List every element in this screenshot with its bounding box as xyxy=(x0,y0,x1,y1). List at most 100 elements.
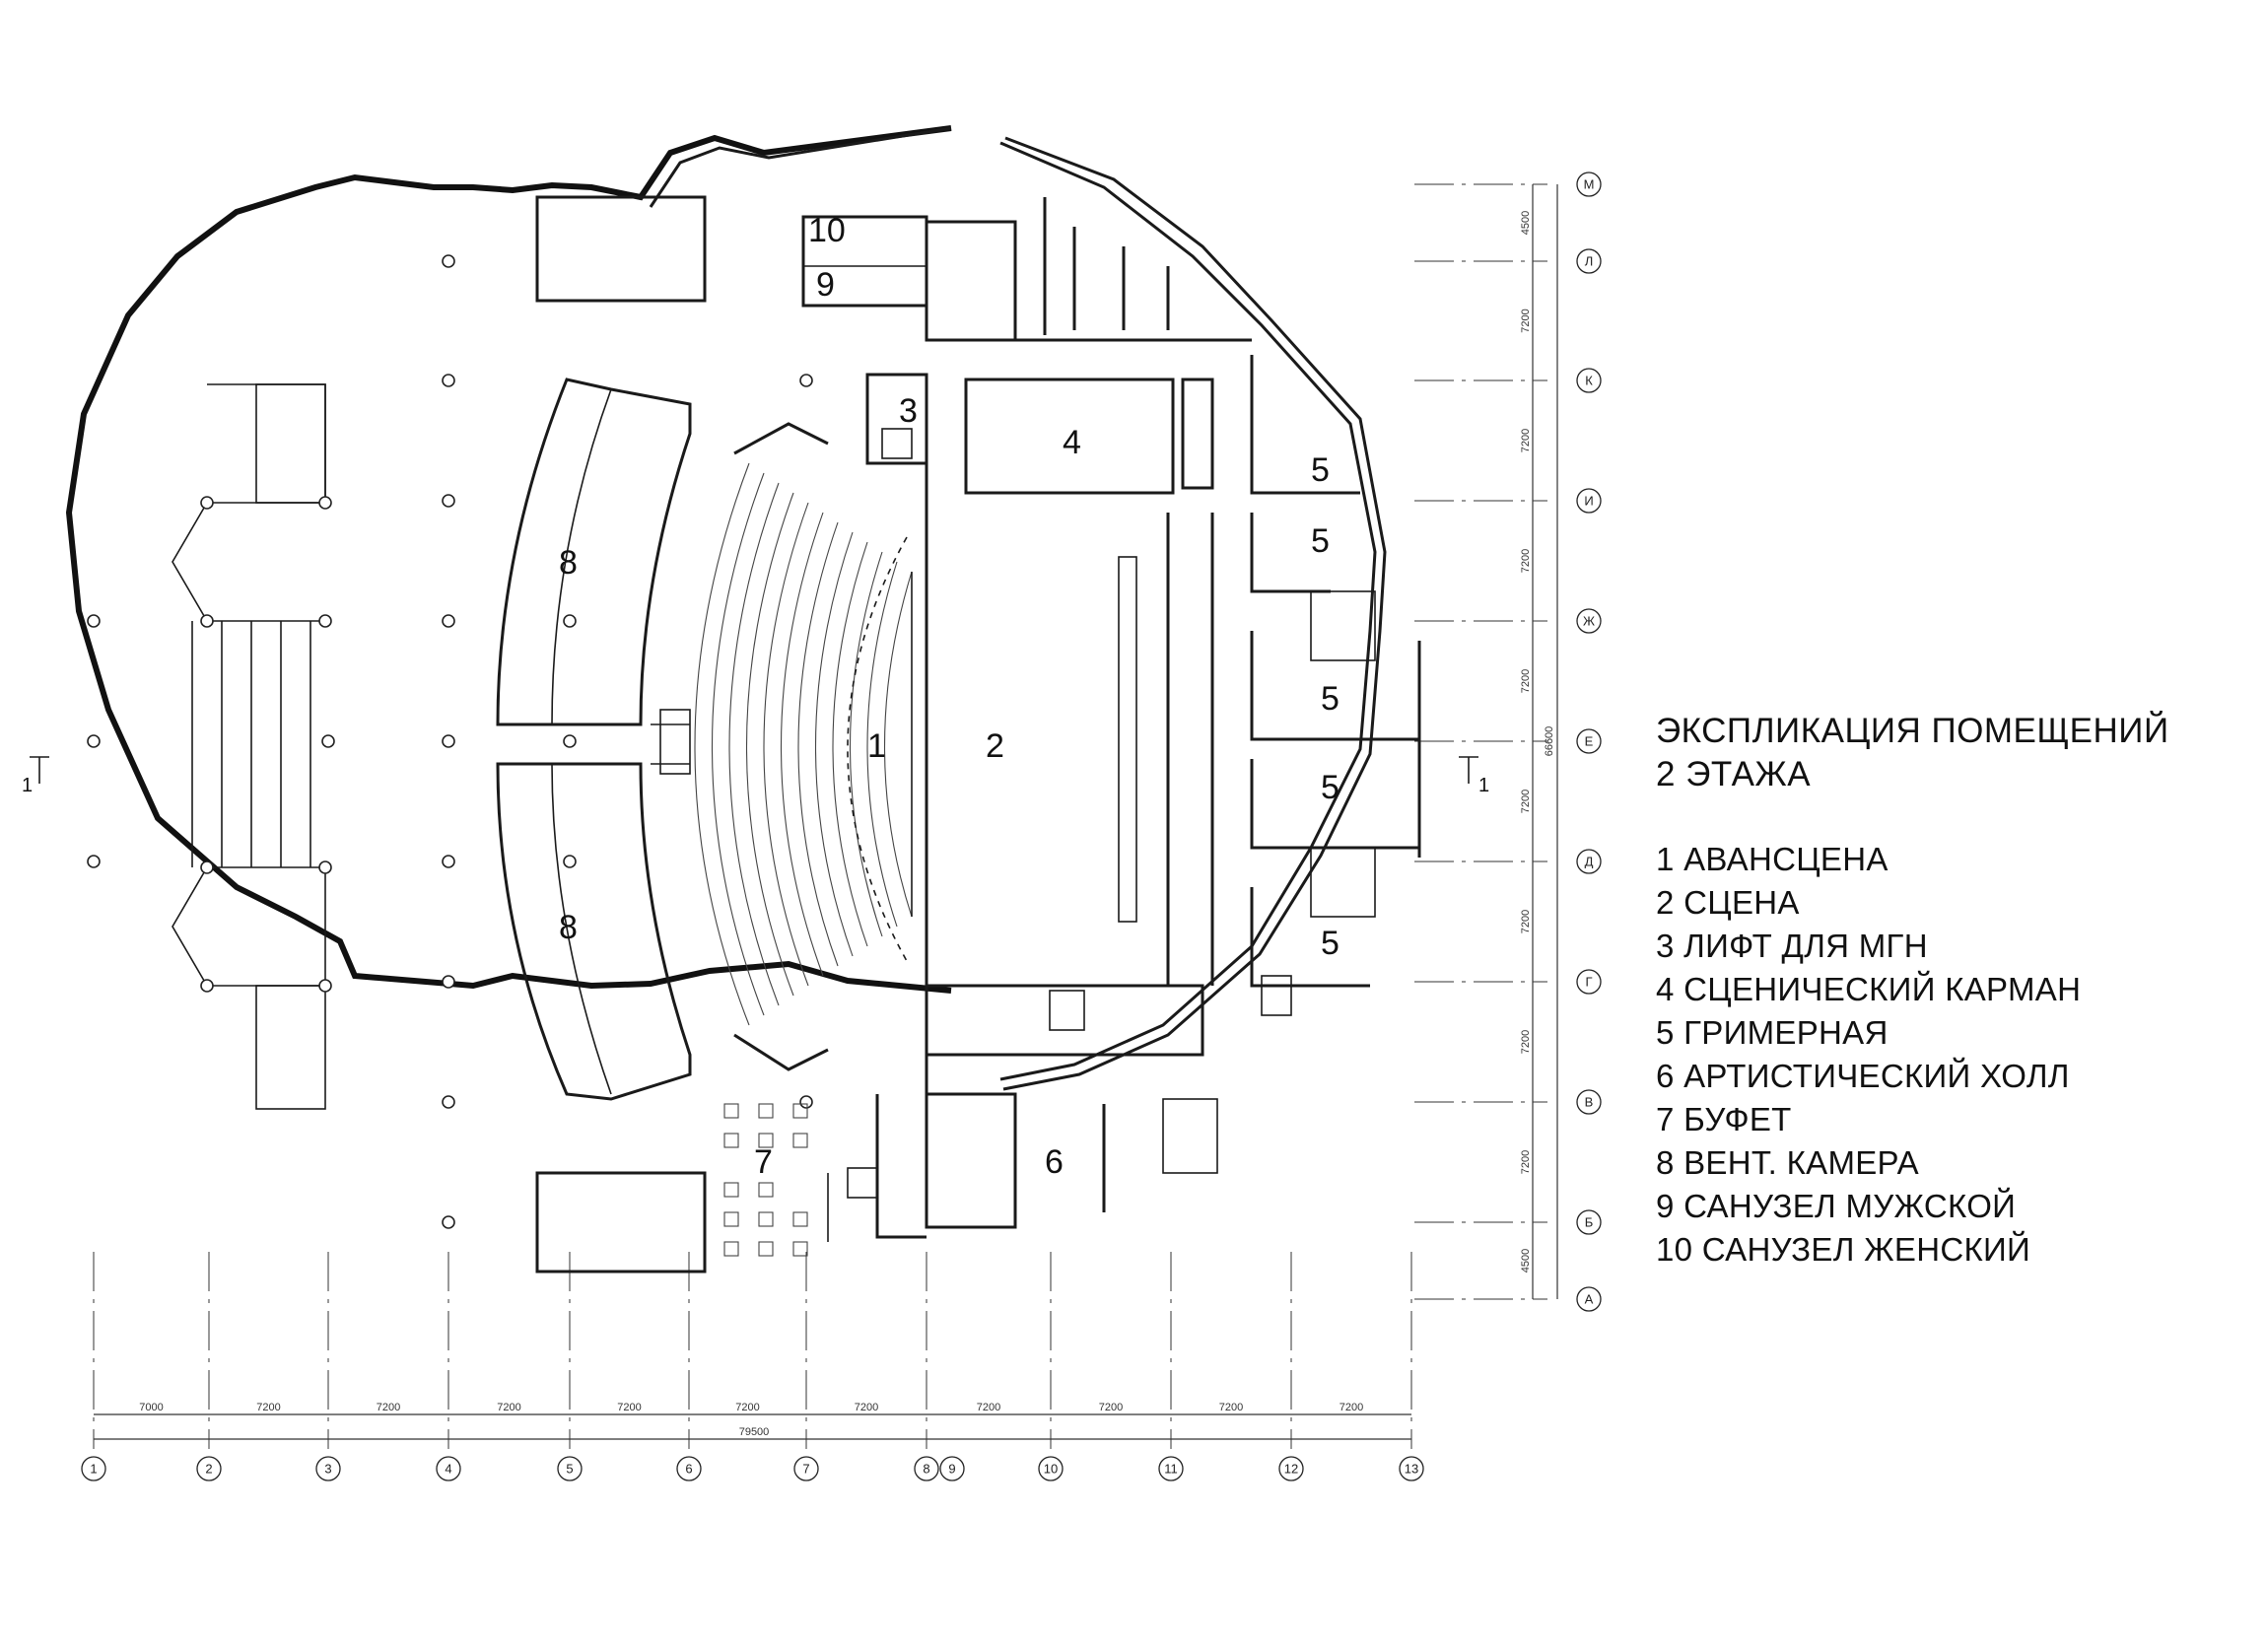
section-mark-right: 1 xyxy=(1478,775,1489,796)
axis-bubble xyxy=(914,1456,939,1481)
axis-label: К xyxy=(1585,374,1593,388)
axis-label: В xyxy=(1585,1095,1594,1110)
axis-bubble xyxy=(1576,1286,1602,1312)
dim-label: 7200 xyxy=(1520,910,1532,933)
axis-bubble xyxy=(1038,1456,1064,1481)
legend-title-line1: ЭКСПЛИКАЦИЯ ПОМЕЩЕНИЙ xyxy=(1656,712,2169,750)
legend-item: 10 САНУЗЕЛ ЖЕНСКИЙ xyxy=(1656,1231,2031,1268)
dim-label: 7000 xyxy=(139,1402,163,1413)
dim-label: 7200 xyxy=(256,1402,280,1413)
axis-label: 8 xyxy=(923,1462,929,1477)
axis-bubble xyxy=(196,1456,222,1481)
legend-item: 8 ВЕНТ. КАМЕРА xyxy=(1656,1144,1919,1181)
axis-label: 11 xyxy=(1164,1462,1178,1477)
room-label-5a: 5 xyxy=(1311,451,1330,489)
axis-label: 6 xyxy=(685,1462,692,1477)
section-marks: 1 1 xyxy=(22,756,1489,796)
axis-label: М xyxy=(1584,177,1595,192)
axis-bubble xyxy=(1576,488,1602,514)
left-lobby xyxy=(172,383,326,1110)
section-mark-left: 1 xyxy=(22,775,33,796)
axis-label: Б xyxy=(1585,1215,1594,1230)
horizontal-dimensions: 79500 7000 7200 7200 7200 7200 7200 7200 7200 72… xyxy=(94,1402,1411,1440)
axis-bubble xyxy=(676,1456,702,1481)
room-label-5b: 5 xyxy=(1311,522,1330,560)
stage-pocket xyxy=(865,373,1214,495)
axis-label: Е xyxy=(1585,734,1594,749)
dim-label: 7200 xyxy=(1520,549,1532,573)
vertical-dimensions: 66600 4500720072007200720072007200720072… xyxy=(1520,184,1558,1299)
dim-label: 7200 xyxy=(1520,669,1532,693)
axis-label: 13 xyxy=(1405,1462,1418,1477)
dim-label: 7200 xyxy=(377,1402,400,1413)
axis-label: Д xyxy=(1585,855,1594,869)
room-label-6: 6 xyxy=(1045,1143,1064,1181)
axis-label: И xyxy=(1584,494,1593,509)
legend-item: 3 ЛИФТ ДЛЯ МГН xyxy=(1656,928,1928,964)
legend-item: 6 АРТИСТИЧЕСКИЙ ХОЛЛ xyxy=(1656,1058,2070,1094)
axis-label: 1 xyxy=(90,1462,97,1477)
axis-bubble xyxy=(1576,728,1602,754)
dim-label: 7200 xyxy=(1520,1030,1532,1054)
room-label-2: 2 xyxy=(986,727,1004,765)
vent-chambers xyxy=(496,378,692,1101)
grid-axes xyxy=(93,183,1547,1449)
dim-label: 7200 xyxy=(1520,309,1532,332)
axis-label: 2 xyxy=(205,1462,212,1477)
dim-label: 4500 xyxy=(1520,211,1532,235)
axis-bubble xyxy=(1399,1456,1424,1481)
axis-bubble xyxy=(1158,1456,1184,1481)
dim-label: 7200 xyxy=(1099,1402,1123,1413)
axis-label: 4 xyxy=(445,1462,451,1477)
axis-label: Л xyxy=(1585,254,1594,269)
room-label-10: 10 xyxy=(808,212,846,249)
columns xyxy=(87,254,813,1229)
axis-bubble xyxy=(793,1456,819,1481)
axis-label: 7 xyxy=(802,1462,809,1477)
legend-item: 4 СЦЕНИЧЕСКИЙ КАРМАН xyxy=(1656,971,2082,1007)
room-labels: 1 2 3 4 5 5 5 5 5 6 7 8 8 9 10 xyxy=(559,212,1340,1181)
legend-items: 1 АВАНСЦЕНА 2 СЦЕНА 3 ЛИФТ ДЛЯ МГН 4 СЦЕ… xyxy=(1656,838,2247,1272)
axis-label: Ж xyxy=(1583,614,1595,629)
room-label-8a: 8 xyxy=(559,544,578,582)
axis-bubble xyxy=(1576,368,1602,393)
dim-label: 7200 xyxy=(977,1402,1000,1413)
room-label-8b: 8 xyxy=(559,909,578,946)
room-label-5d: 5 xyxy=(1321,769,1340,806)
room-label-1: 1 xyxy=(867,727,886,765)
axis-bubble xyxy=(1576,172,1602,197)
axis-bubble xyxy=(1576,1209,1602,1235)
legend-item: 2 СЦЕНА xyxy=(1656,884,1800,921)
dim-total-horizontal: 79500 xyxy=(739,1426,770,1438)
legend-item: 7 БУФЕТ xyxy=(1656,1101,1792,1137)
legend-item: 9 САНУЗЕЛ МУЖСКОЙ xyxy=(1656,1188,2017,1224)
axis-bubble xyxy=(557,1456,583,1481)
room-label-5c: 5 xyxy=(1321,680,1340,718)
axis-label: 10 xyxy=(1044,1462,1058,1477)
dim-label: 7200 xyxy=(1520,1150,1532,1174)
auditorium-seating xyxy=(651,422,913,1071)
dim-label: 7200 xyxy=(1520,790,1532,813)
outer-wall xyxy=(65,125,1387,1091)
axis-bubble xyxy=(1576,1089,1602,1115)
legend-item: 1 АВАНСЦЕНА xyxy=(1656,841,1889,877)
axis-bubble xyxy=(939,1456,965,1481)
axis-label: 5 xyxy=(566,1462,573,1477)
room-label-4: 4 xyxy=(1063,424,1081,461)
dim-label: 7200 xyxy=(497,1402,520,1413)
axis-bubble xyxy=(436,1456,461,1481)
axis-bubble xyxy=(1576,608,1602,634)
axis-bubble xyxy=(1576,849,1602,874)
dim-label: 7200 xyxy=(1520,429,1532,452)
dim-label: 7200 xyxy=(855,1402,878,1413)
room-label-9: 9 xyxy=(816,266,835,304)
legend-title-line2: 2 ЭТАЖА xyxy=(1656,755,1812,793)
dim-label: 7200 xyxy=(1340,1402,1363,1413)
dim-label: 4500 xyxy=(1520,1249,1532,1273)
lower-service xyxy=(535,984,1218,1273)
dim-label: 7200 xyxy=(617,1402,641,1413)
axis-bubble xyxy=(315,1456,341,1481)
dressing-rooms xyxy=(1250,355,1421,1016)
